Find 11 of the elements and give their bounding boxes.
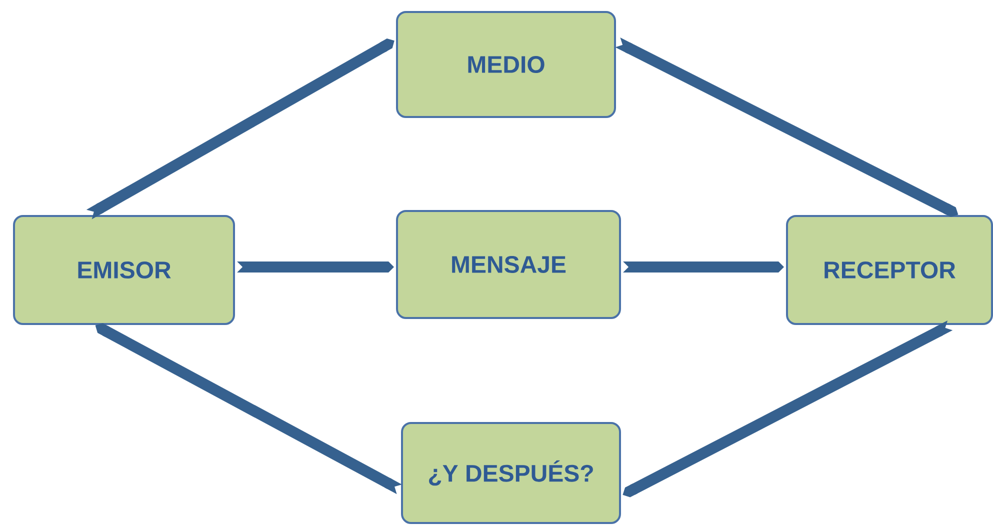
arrow — [86, 38, 394, 220]
text-box: MENSAJE — [396, 210, 621, 319]
arrow — [95, 323, 402, 494]
arrow — [237, 262, 394, 272]
arrow — [623, 262, 784, 272]
arrow — [615, 37, 958, 218]
arrow — [622, 320, 953, 498]
text-box: ¿Y DESPUÉS? — [401, 422, 621, 524]
text-box: EMISOR — [13, 215, 235, 325]
text-box: MEDIO — [396, 11, 616, 118]
text-box: RECEPTOR — [786, 215, 993, 325]
